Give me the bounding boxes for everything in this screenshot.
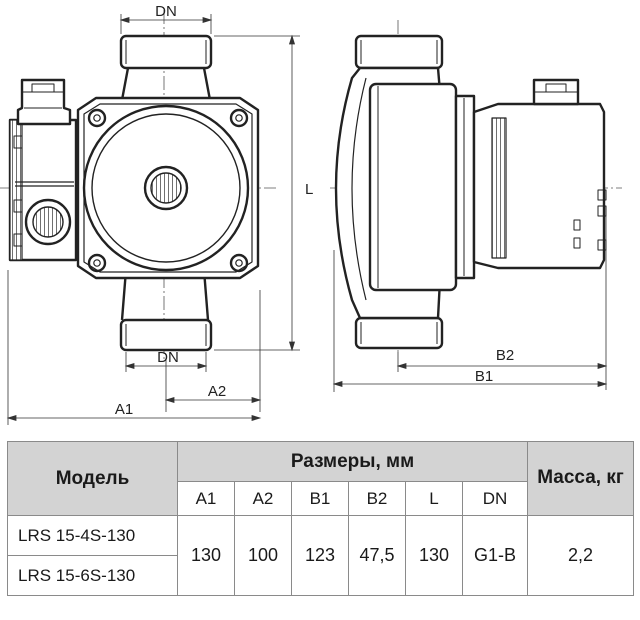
col-a2: A2 [234, 481, 292, 516]
value-mass: 2,2 [527, 515, 635, 596]
pump-dimension-drawing: DN DN A2 A1 L [0, 3, 622, 425]
model-name: LRS 15-6S-130 [7, 555, 178, 596]
value-b2: 47,5 [348, 515, 406, 596]
col-a1: A1 [177, 481, 235, 516]
front-view [0, 10, 276, 360]
col-b1: B1 [291, 481, 349, 516]
mass-header: Масса, кг [527, 441, 635, 516]
model-name: LRS 15-4S-130 [7, 515, 178, 556]
model-header: Модель [7, 441, 178, 516]
dim-a1: A1 [115, 401, 133, 418]
dim-dn-top: DN [155, 3, 177, 20]
value-a1: 130 [177, 515, 235, 596]
dimensions-header: Размеры, мм [176, 441, 529, 482]
value-a2: 100 [234, 515, 292, 596]
dim-b2: B2 [496, 347, 514, 364]
front-dimensions [6, 14, 300, 425]
dim-a2: A2 [208, 383, 226, 400]
side-dimensions [332, 210, 608, 392]
col-l: L [405, 481, 463, 516]
col-b2: B2 [348, 481, 406, 516]
dim-b1: B1 [475, 368, 493, 385]
dim-l: L [305, 181, 313, 198]
value-b1: 123 [291, 515, 349, 596]
value-l: 130 [405, 515, 463, 596]
side-view [330, 20, 622, 352]
value-dn: G1-B [461, 515, 529, 596]
spec-table: Модель Размеры, мм Масса, кг A1 A2 B1 B2… [7, 441, 635, 596]
col-dn: DN [461, 481, 529, 516]
dim-dn-bottom: DN [157, 349, 179, 366]
